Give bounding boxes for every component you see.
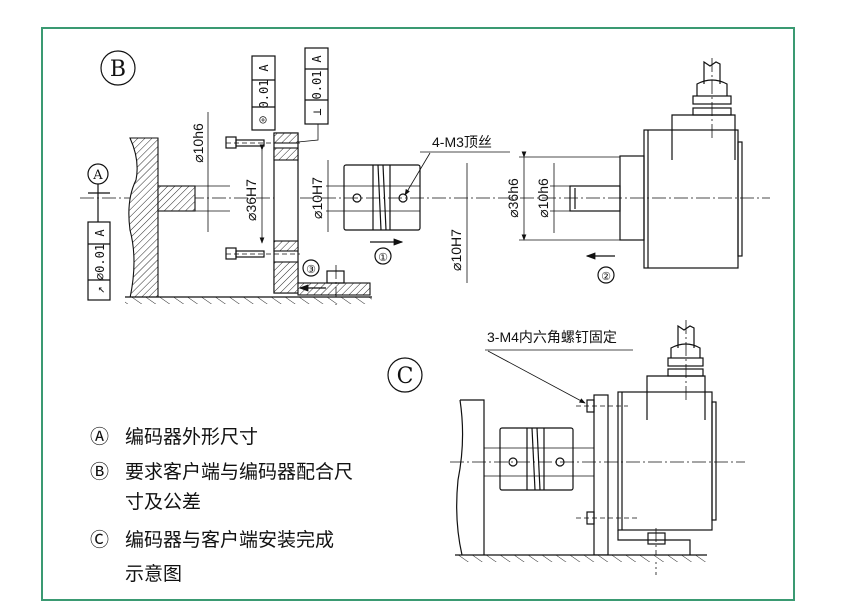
- datum-a-marker: A: [92, 168, 103, 183]
- svg-text:◎: ◎: [259, 112, 266, 126]
- legend-c-text-2: 示意图: [125, 563, 182, 585]
- dim-client-shaft: ⌀10h6: [190, 123, 206, 163]
- legend-a-marker: Ⓐ: [90, 426, 109, 448]
- bolt-top: [225, 136, 300, 149]
- legend-b-marker: Ⓑ: [90, 461, 109, 483]
- dim-flange-bore: ⌀36H7: [243, 179, 259, 221]
- legend-b-text-2: 寸及公差: [125, 491, 201, 513]
- dim-encoder-spigot: ⌀36h6: [505, 178, 521, 218]
- dim-encoder-shaft: ⌀10h6: [535, 178, 551, 218]
- concentricity-tolerance-frame: A 0.01 ◎: [251, 55, 276, 131]
- runout-tolerance-frame: A ⌀0.01 ↗: [87, 221, 111, 301]
- svg-text:A: A: [310, 55, 324, 63]
- legend-a-text: 编码器外形尺寸: [125, 426, 258, 448]
- legend-c-marker: Ⓒ: [90, 529, 109, 551]
- section-c: C 3-M4内六角螺钉固定: [387, 320, 745, 575]
- encoder: [569, 58, 743, 269]
- frame-border: [41, 27, 795, 601]
- svg-text:0.01: 0.01: [257, 80, 271, 109]
- section-c-marker: C: [397, 364, 414, 389]
- svg-text:⌀0.01: ⌀0.01: [93, 244, 107, 280]
- client-wall-c: [456, 399, 485, 556]
- svg-text:↗: ↗: [93, 286, 107, 293]
- coupling-c: [499, 427, 574, 491]
- client-wall: [128, 137, 159, 299]
- set-screw-label: 4-M3顶丝: [432, 134, 492, 150]
- step-2-marker: ②: [601, 270, 611, 283]
- dim-coupling-bore-left: ⌀10H7: [309, 177, 325, 219]
- client-shaft: [157, 185, 196, 212]
- coupling: [343, 164, 421, 231]
- legend-b-text-1: 要求客户端与编码器配合尺: [125, 461, 353, 483]
- perpendicularity-tolerance-frame: A 0.01 ⊥: [297, 47, 329, 143]
- legend-c-text-1: 编码器与客户端安装完成: [125, 529, 334, 551]
- bolt-bottom: [225, 247, 300, 260]
- svg-text:A: A: [93, 229, 107, 237]
- encoder-c: [617, 320, 717, 575]
- legend: Ⓐ 编码器外形尺寸 Ⓑ 要求客户端与编码器配合尺 寸及公差 Ⓒ 编码器与客户端安…: [90, 426, 353, 585]
- dim-coupling-bore-right: ⌀10H7: [448, 229, 464, 271]
- svg-text:⊥: ⊥: [310, 108, 324, 115]
- section-b: B A A ⌀0.01 ↗ ⌀10h6: [80, 47, 770, 305]
- screw-label: 3-M4内六角螺钉固定: [487, 329, 617, 345]
- step-1-marker: ①: [378, 251, 388, 264]
- svg-text:0.01: 0.01: [310, 71, 324, 100]
- step-3-marker: ③: [306, 263, 316, 276]
- svg-text:A: A: [257, 64, 271, 72]
- section-b-marker: B: [110, 57, 126, 82]
